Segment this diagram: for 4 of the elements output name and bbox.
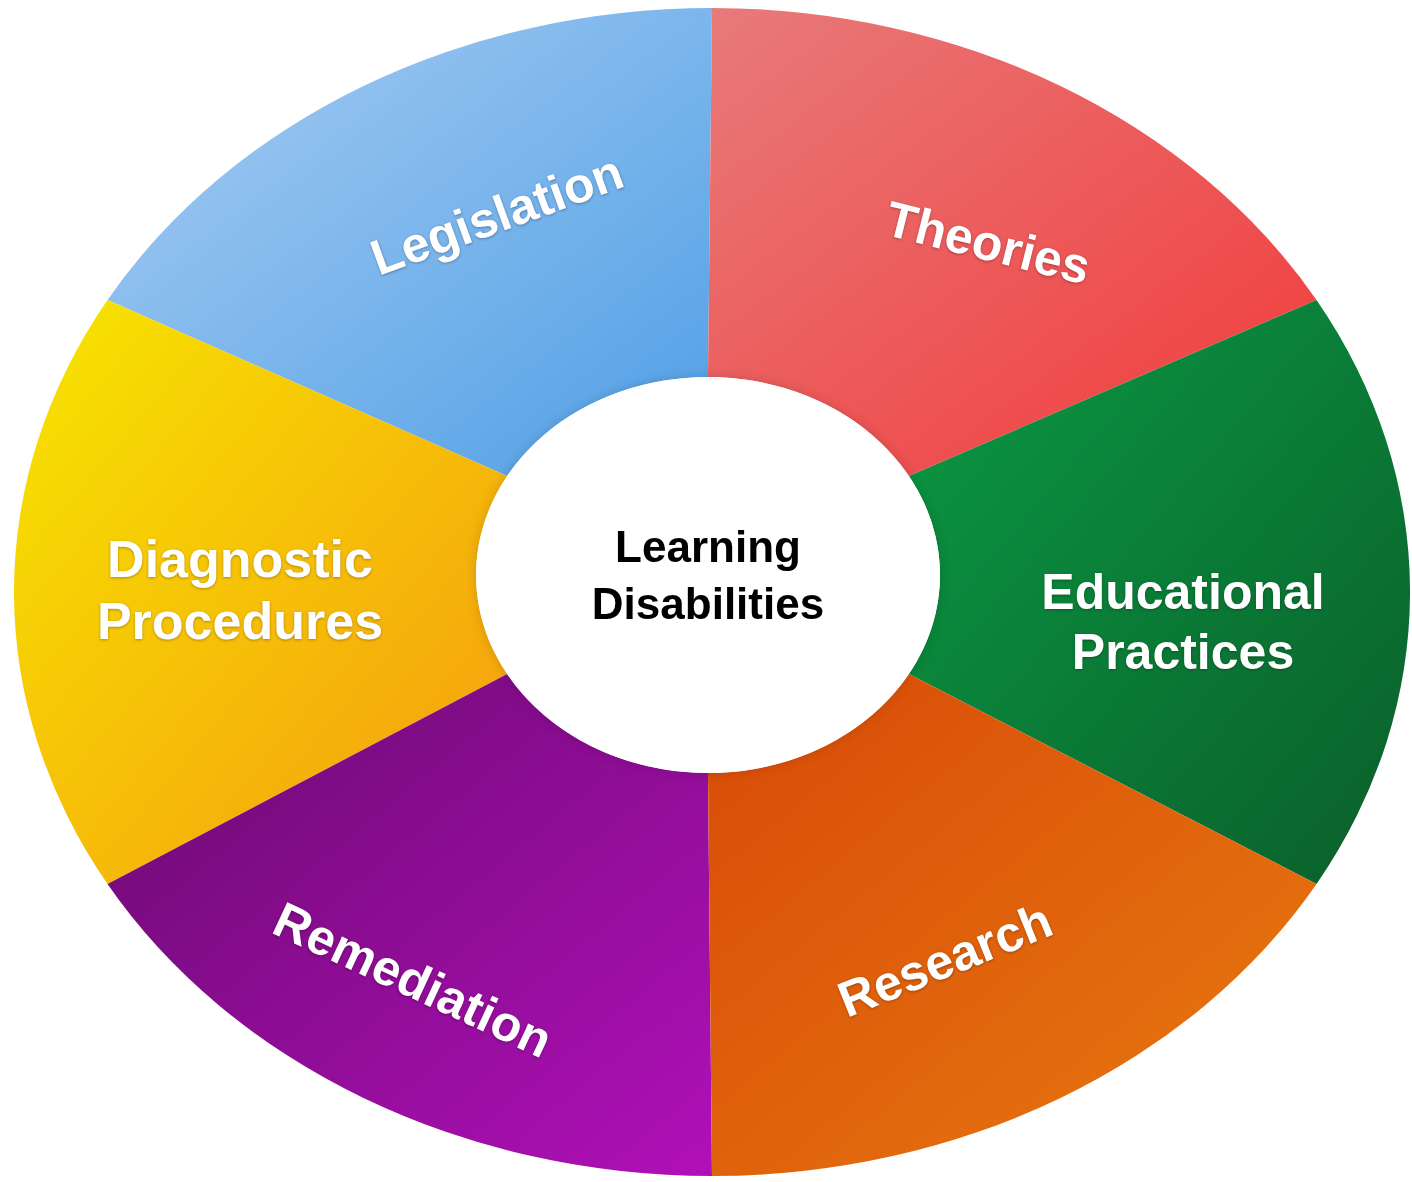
segment-label: Theories (879, 189, 1097, 298)
center-label: Learning Disabilities (590, 520, 826, 630)
segment-label: Diagnostic Procedures (95, 528, 385, 652)
segment-label: Educational Practices (1040, 563, 1326, 682)
